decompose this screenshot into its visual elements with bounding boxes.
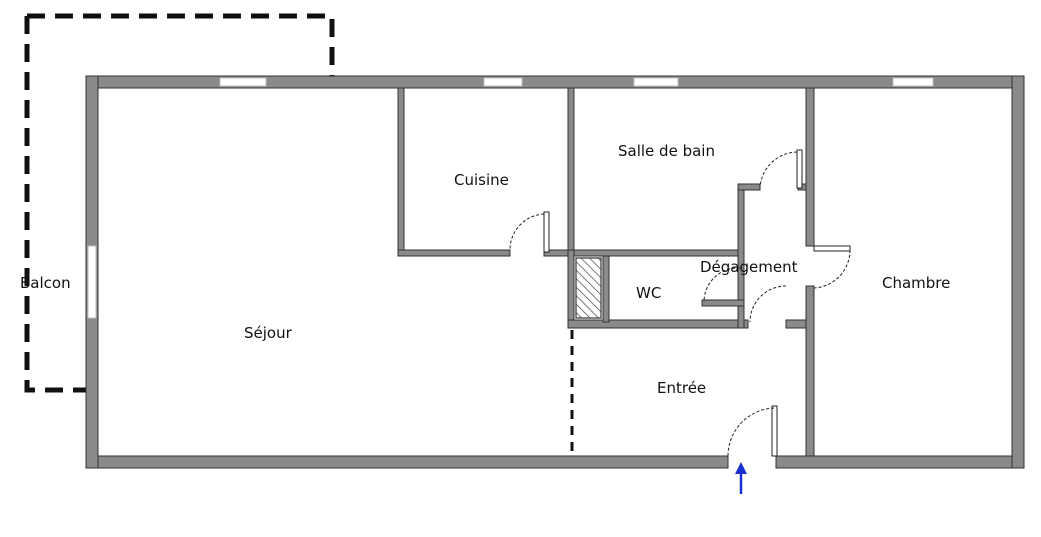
hatched-duct-icon [575,257,602,319]
room-label-salle-de-bain: Salle de bain [618,142,715,160]
outer-walls [85,75,1025,469]
room-label-degagement: Dégagement [700,258,798,276]
doors [509,149,851,457]
windows [87,77,934,319]
room-label-wc: WC [636,284,661,302]
room-label-cuisine: Cuisine [454,171,509,189]
room-label-sejour: Séjour [244,324,293,342]
balcony-outline [24,13,335,393]
up-arrow-icon [735,462,747,494]
room-label-chambre: Chambre [882,274,950,292]
room-label-entree: Entrée [657,379,706,397]
room-label-balcon: Balcon [20,274,71,292]
interior-walls [397,87,815,457]
